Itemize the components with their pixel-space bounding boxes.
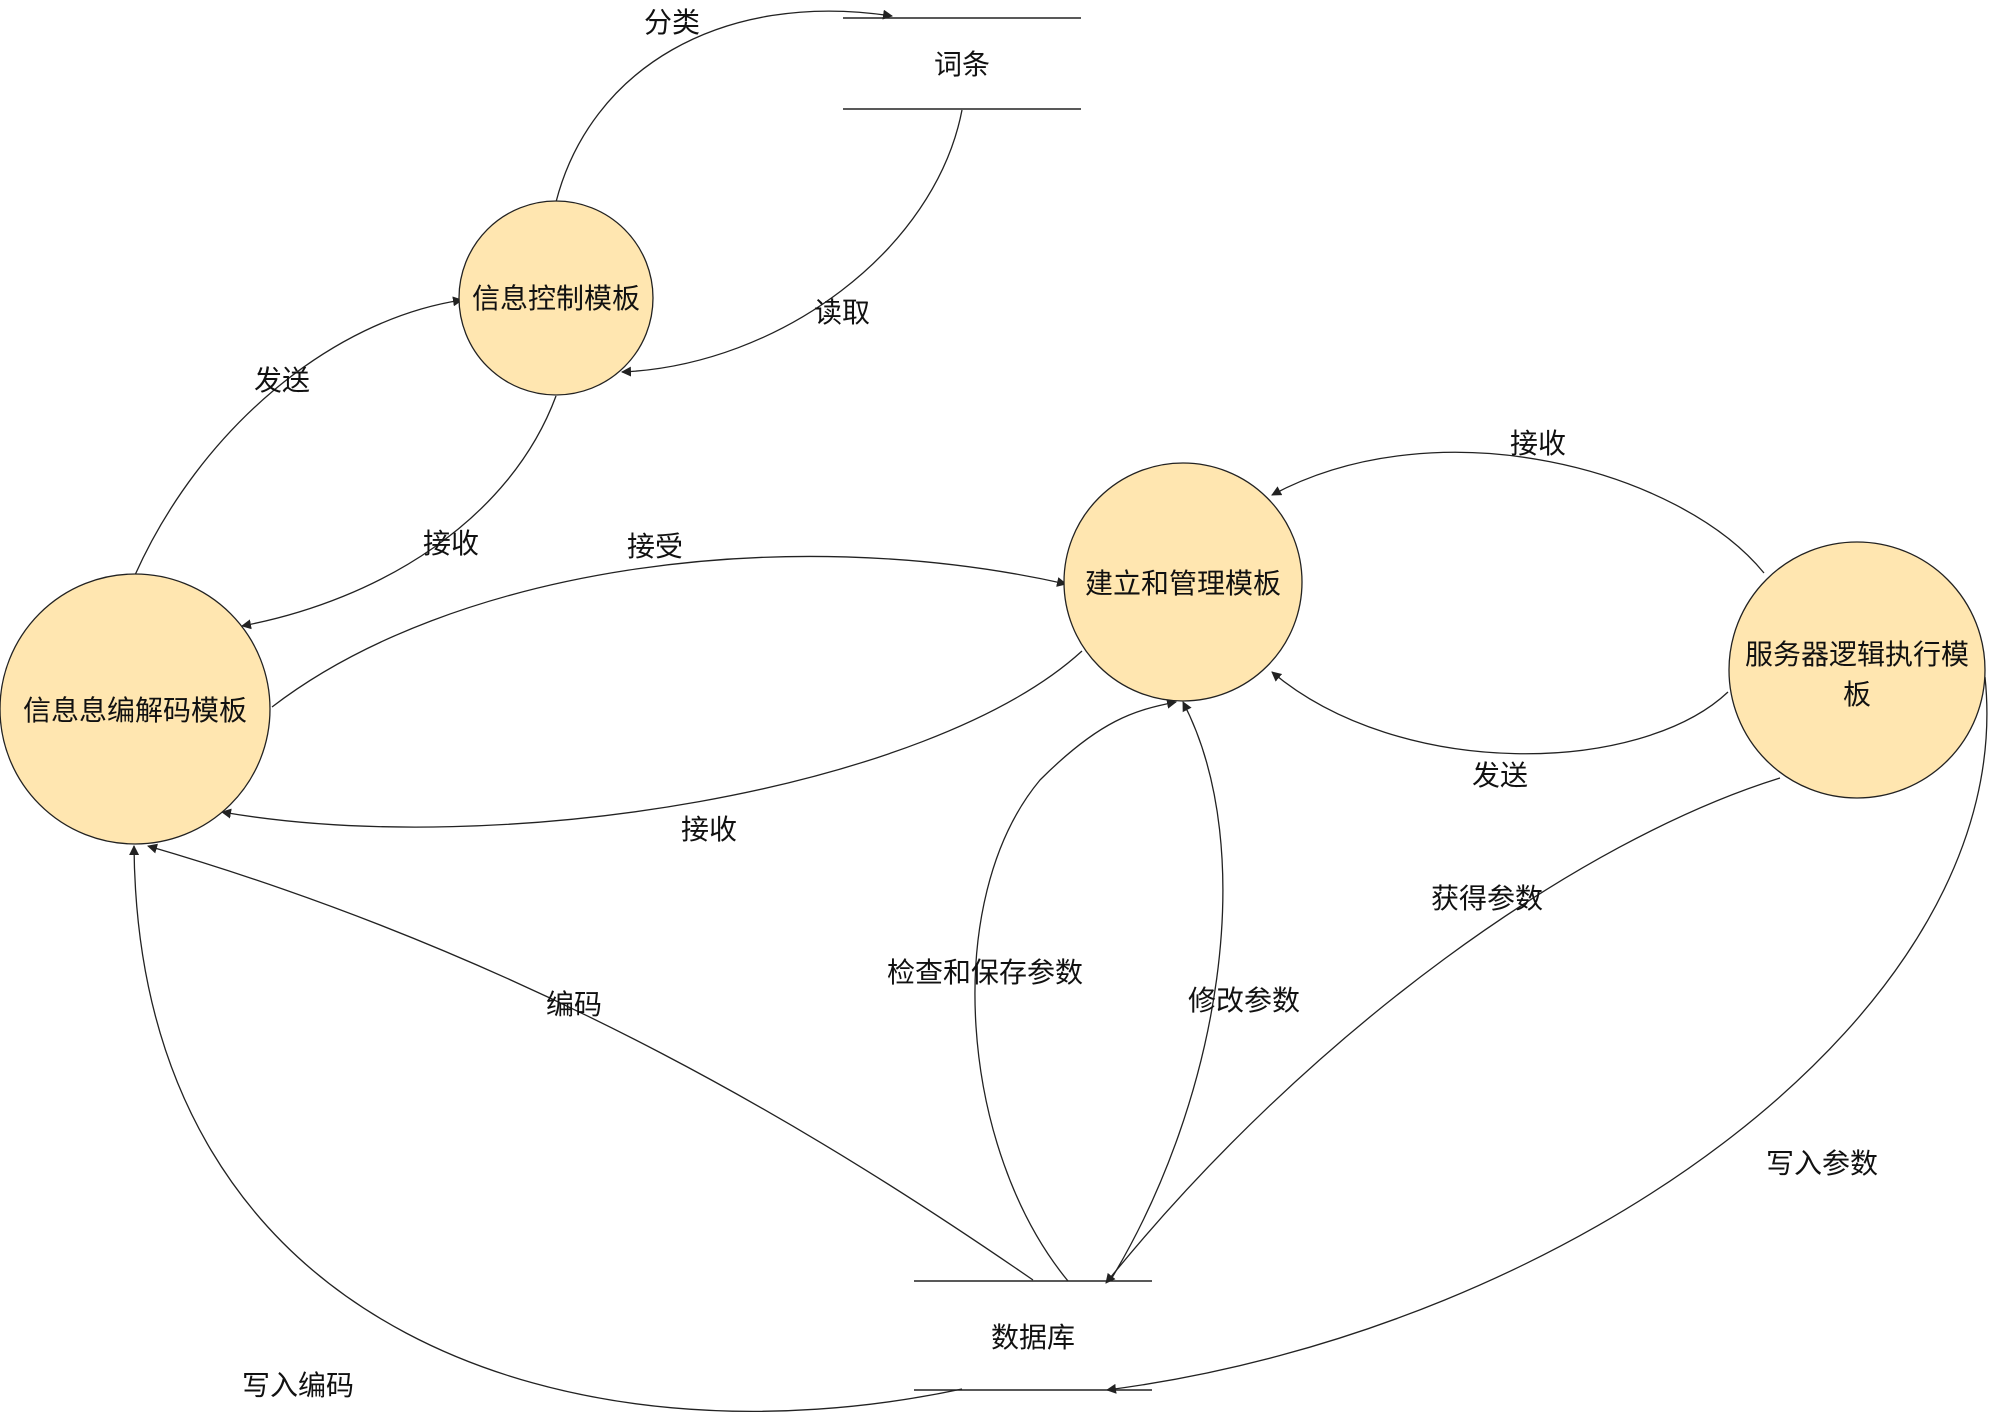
edge-label-check-save-params: 检查和保存参数 [887, 956, 1083, 989]
edge-write-params[interactable] [1106, 676, 1988, 1394]
edge-encode[interactable] [147, 843, 1034, 1281]
store-database[interactable]: 数据库 [914, 1280, 1152, 1391]
edge-receive-from-server[interactable] [1271, 451, 1765, 574]
edge-receive-from-control[interactable] [241, 395, 557, 630]
node-server-logic-label-line1: 服务器逻辑执行模 [1745, 638, 1969, 671]
edge-modify-params[interactable] [1109, 701, 1224, 1282]
edge-label-classify: 分类 [644, 6, 700, 39]
edge-label-write-params: 写入参数 [1766, 1147, 1878, 1180]
edge-label-get-params: 获得参数 [1431, 882, 1543, 915]
edge-classify[interactable] [555, 9, 893, 203]
node-build-manage-label: 建立和管理模板 [1085, 567, 1281, 600]
node-build-manage[interactable]: 建立和管理模板 [1063, 462, 1303, 702]
edge-accept[interactable] [271, 555, 1067, 708]
edge-label-write-encode: 写入编码 [242, 1369, 354, 1402]
edge-labels: 分类 读取 发送 接收 接受 接收 接收 发送 编码 写入编码 检查和保存参数 … [242, 6, 1878, 1402]
edge-receive-from-build[interactable] [221, 650, 1083, 828]
node-info-codec[interactable]: 信息息编解码模板 [0, 573, 271, 845]
node-info-control-circle [458, 200, 654, 396]
node-server-logic-label-line2: 板 [1843, 678, 1871, 711]
edge-read[interactable] [621, 109, 963, 377]
node-info-control-label: 信息控制模板 [472, 282, 640, 315]
node-server-logic[interactable]: 服务器逻辑执行模 板 [1728, 541, 1986, 799]
store-database-label: 数据库 [991, 1321, 1075, 1354]
node-info-control[interactable]: 信息控制模板 [458, 200, 654, 396]
edge-get-params[interactable] [1105, 777, 1781, 1284]
node-info-codec-label: 信息息编解码模板 [23, 694, 247, 727]
edge-write-encode[interactable] [129, 845, 963, 1412]
node-info-codec-circle [0, 573, 271, 845]
store-terms-label: 词条 [934, 48, 990, 81]
edge-label-encode: 编码 [546, 988, 602, 1021]
edge-label-send-to-control: 发送 [254, 364, 310, 397]
edge-label-accept: 接受 [627, 530, 683, 563]
edges [129, 9, 1988, 1412]
edge-label-modify-params: 修改参数 [1188, 984, 1300, 1017]
edge-check-save-params[interactable] [974, 698, 1177, 1282]
node-server-logic-circle [1728, 541, 1986, 799]
edge-label-receive-from-build: 接收 [681, 813, 737, 846]
edge-send-to-control[interactable] [134, 296, 463, 576]
node-build-manage-circle [1063, 462, 1303, 702]
edge-send-from-server[interactable] [1271, 671, 1729, 755]
edge-label-read: 读取 [814, 296, 870, 329]
store-terms[interactable]: 词条 [843, 17, 1081, 110]
edge-label-receive-from-server: 接收 [1510, 427, 1566, 460]
edge-label-receive-from-control: 接收 [423, 527, 479, 560]
edge-label-send-from-server: 发送 [1472, 759, 1528, 792]
